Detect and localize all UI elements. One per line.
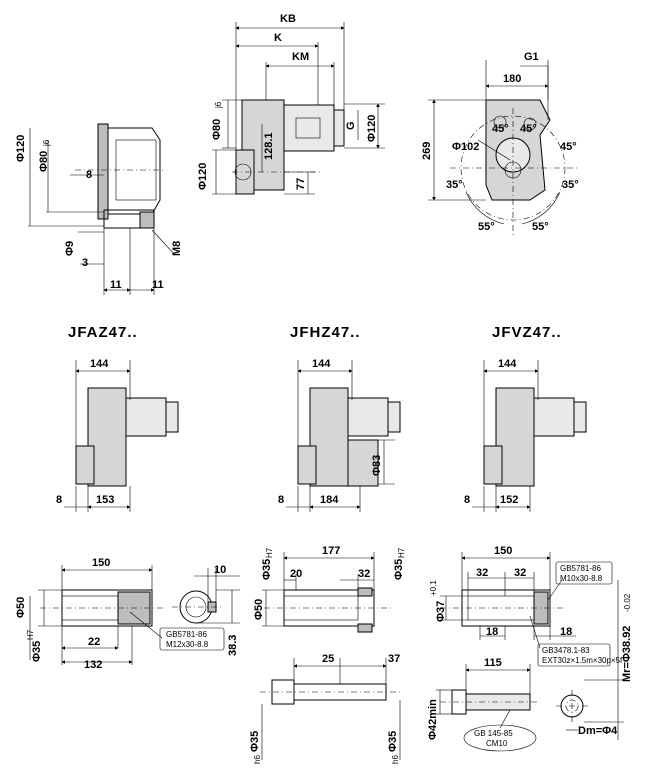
top-left-dia-80-tol: j6 bbox=[42, 139, 51, 147]
br-note-gb3478: GB3478.1-83 bbox=[542, 646, 590, 655]
jfhz-dim-144: 144 bbox=[312, 358, 331, 370]
br-dm: Dm=Φ4 bbox=[578, 725, 618, 737]
dim-km: KM bbox=[292, 51, 309, 63]
top-mid-dia-80-tol: j6 bbox=[214, 101, 223, 109]
jfhz-dia-83: Φ83 bbox=[371, 455, 383, 476]
bl-dim-132: 132 bbox=[84, 659, 102, 671]
angle-35-b: 35° bbox=[562, 179, 579, 191]
bm-dia-50: Φ50 bbox=[253, 599, 265, 620]
jfaz-dim-8: 8 bbox=[56, 494, 62, 506]
top-left-m8: M8 bbox=[171, 241, 183, 256]
angle-45-b: 45° bbox=[520, 123, 537, 135]
top-mid-dia-80: Φ80 bbox=[211, 119, 223, 140]
bl-dia-50: Φ50 bbox=[15, 597, 27, 618]
jfvz-dim-8: 8 bbox=[464, 494, 470, 506]
top-left-dim-8: 8 bbox=[86, 169, 92, 181]
dim-g1: G1 bbox=[524, 51, 539, 63]
dim-kb: KB bbox=[280, 13, 296, 25]
bm-dia-35-left: Φ35 bbox=[261, 559, 273, 580]
top-left-section-view: Φ120 Φ80 j6 8 Φ9 3 M8 11 11 bbox=[15, 123, 183, 295]
jfaz-dim-153: 153 bbox=[96, 494, 114, 506]
br-dim-18b: 18 bbox=[560, 626, 572, 638]
top-left-dia-120: Φ120 bbox=[15, 135, 27, 162]
jfvz-dim-144: 144 bbox=[498, 358, 517, 370]
br-dim-18a: 18 bbox=[486, 626, 498, 638]
br-dim-32b: 32 bbox=[514, 567, 526, 579]
bl-dim-22: 22 bbox=[88, 636, 100, 648]
bottom-middle-shaft: 177 20 32 Φ35 H7 Φ35 H7 Φ50 25 37 Φ35 h6… bbox=[249, 545, 406, 764]
bottom-right-splined-shaft: 150 32 32 Φ37 +0.1 18 18 GB5781-86 M10x3… bbox=[427, 545, 633, 752]
bm-dia-35-right: Φ35 bbox=[393, 559, 405, 580]
model-title-jfhz47: JFHZ47.. bbox=[290, 324, 361, 341]
model-title-jfaz47: JFAZ47.. bbox=[68, 324, 138, 341]
jfhz-dim-184: 184 bbox=[320, 494, 339, 506]
bl-note-m12: M12x30-8.8 bbox=[166, 640, 209, 649]
br-note-ext30: EXT30z×1.5m×30p×5f bbox=[542, 656, 623, 665]
br-note-m10: M10x30-8.8 bbox=[560, 574, 603, 583]
bl-note-gb5781: GB5781-86 bbox=[166, 630, 207, 639]
bottom-left-hollow-shaft: 150 Φ50 Φ35 H7 22 132 GB5781-86 M12x30-8… bbox=[15, 557, 240, 671]
top-right-front-view: G1 180 269 Φ102 45° 45° 45° 35° 35° 55° … bbox=[421, 51, 580, 238]
model-title-jfvz47: JFVZ47.. bbox=[492, 324, 562, 341]
br-dia-42min: Φ42min bbox=[427, 699, 439, 740]
bm-dim-20: 20 bbox=[290, 568, 302, 580]
br-mr: Mr=Φ38.92 bbox=[621, 626, 633, 682]
unit-jfvz47: 144 8 152 bbox=[464, 358, 587, 512]
dim-phi102: Φ102 bbox=[452, 141, 479, 153]
bm-dim-177: 177 bbox=[322, 545, 340, 557]
unit-jfhz47: 144 8 184 Φ83 bbox=[278, 358, 401, 512]
jfvz-dim-152: 152 bbox=[500, 494, 518, 506]
bl-dim-150: 150 bbox=[92, 557, 110, 569]
top-mid-dia-120-right: Φ120 bbox=[366, 115, 378, 142]
bm-dim-32: 32 bbox=[358, 568, 370, 580]
top-left-dim-11a: 11 bbox=[110, 279, 122, 291]
top-middle-side-view: KB K KM G Φ120 Φ80 j6 Φ120 128.1 77 bbox=[197, 13, 385, 195]
bl-dia-35-tol: H7 bbox=[26, 629, 35, 640]
jfaz-dim-144: 144 bbox=[90, 358, 109, 370]
angle-35-a: 35° bbox=[446, 179, 463, 191]
br-note-gb145: GB 145-85 bbox=[474, 729, 513, 738]
bm-dia-35-bottom-left: Φ35 bbox=[249, 731, 261, 752]
dim-g: G bbox=[345, 121, 357, 130]
bl-dim-10: 10 bbox=[214, 564, 226, 576]
br-mr-tol: -0.02 bbox=[623, 593, 632, 612]
bm-dia-35-bottom-right-tol: h6 bbox=[391, 755, 400, 764]
top-mid-dia-120-left: Φ120 bbox=[197, 163, 209, 190]
angle-45-c: 45° bbox=[560, 141, 577, 153]
bl-dim-38: 38.3 bbox=[227, 635, 239, 656]
top-left-dim-9: Φ9 bbox=[64, 241, 76, 256]
br-dim-32a: 32 bbox=[476, 567, 488, 579]
dim-k: K bbox=[274, 32, 282, 44]
br-dia-37-tol: +0.1 bbox=[429, 580, 438, 596]
top-left-dia-80: Φ80 bbox=[38, 151, 50, 172]
angle-55-a: 55° bbox=[478, 221, 495, 233]
angle-55-b: 55° bbox=[532, 221, 549, 233]
top-left-dim-11b: 11 bbox=[152, 279, 164, 291]
dim-180: 180 bbox=[503, 73, 521, 85]
br-note-cm10: CM10 bbox=[486, 739, 508, 748]
bm-dia-35-right-tol: H7 bbox=[397, 547, 406, 558]
br-dia-37: Φ37 bbox=[435, 601, 447, 622]
top-mid-dim-77: 77 bbox=[295, 178, 307, 190]
bm-dia-35-left-tol: H7 bbox=[265, 547, 274, 558]
dim-269: 269 bbox=[421, 142, 433, 160]
angle-45-a: 45° bbox=[492, 123, 509, 135]
br-dim-150: 150 bbox=[494, 545, 512, 557]
bm-dia-35-bottom-left-tol: h6 bbox=[253, 755, 262, 764]
bl-dia-35: Φ35 bbox=[31, 641, 43, 662]
jfhz-dim-8: 8 bbox=[278, 494, 284, 506]
unit-jfaz47: 144 8 153 bbox=[56, 358, 179, 512]
bm-dim-25: 25 bbox=[322, 653, 334, 665]
bm-dia-35-bottom-right: Φ35 bbox=[387, 731, 399, 752]
top-mid-dim-128: 128.1 bbox=[263, 132, 275, 160]
bm-dim-37: 37 bbox=[388, 653, 400, 665]
top-left-dim-3: 3 bbox=[82, 257, 88, 269]
br-note-gb5781: GB5781-86 bbox=[560, 564, 601, 573]
br-dim-115: 115 bbox=[484, 657, 502, 669]
